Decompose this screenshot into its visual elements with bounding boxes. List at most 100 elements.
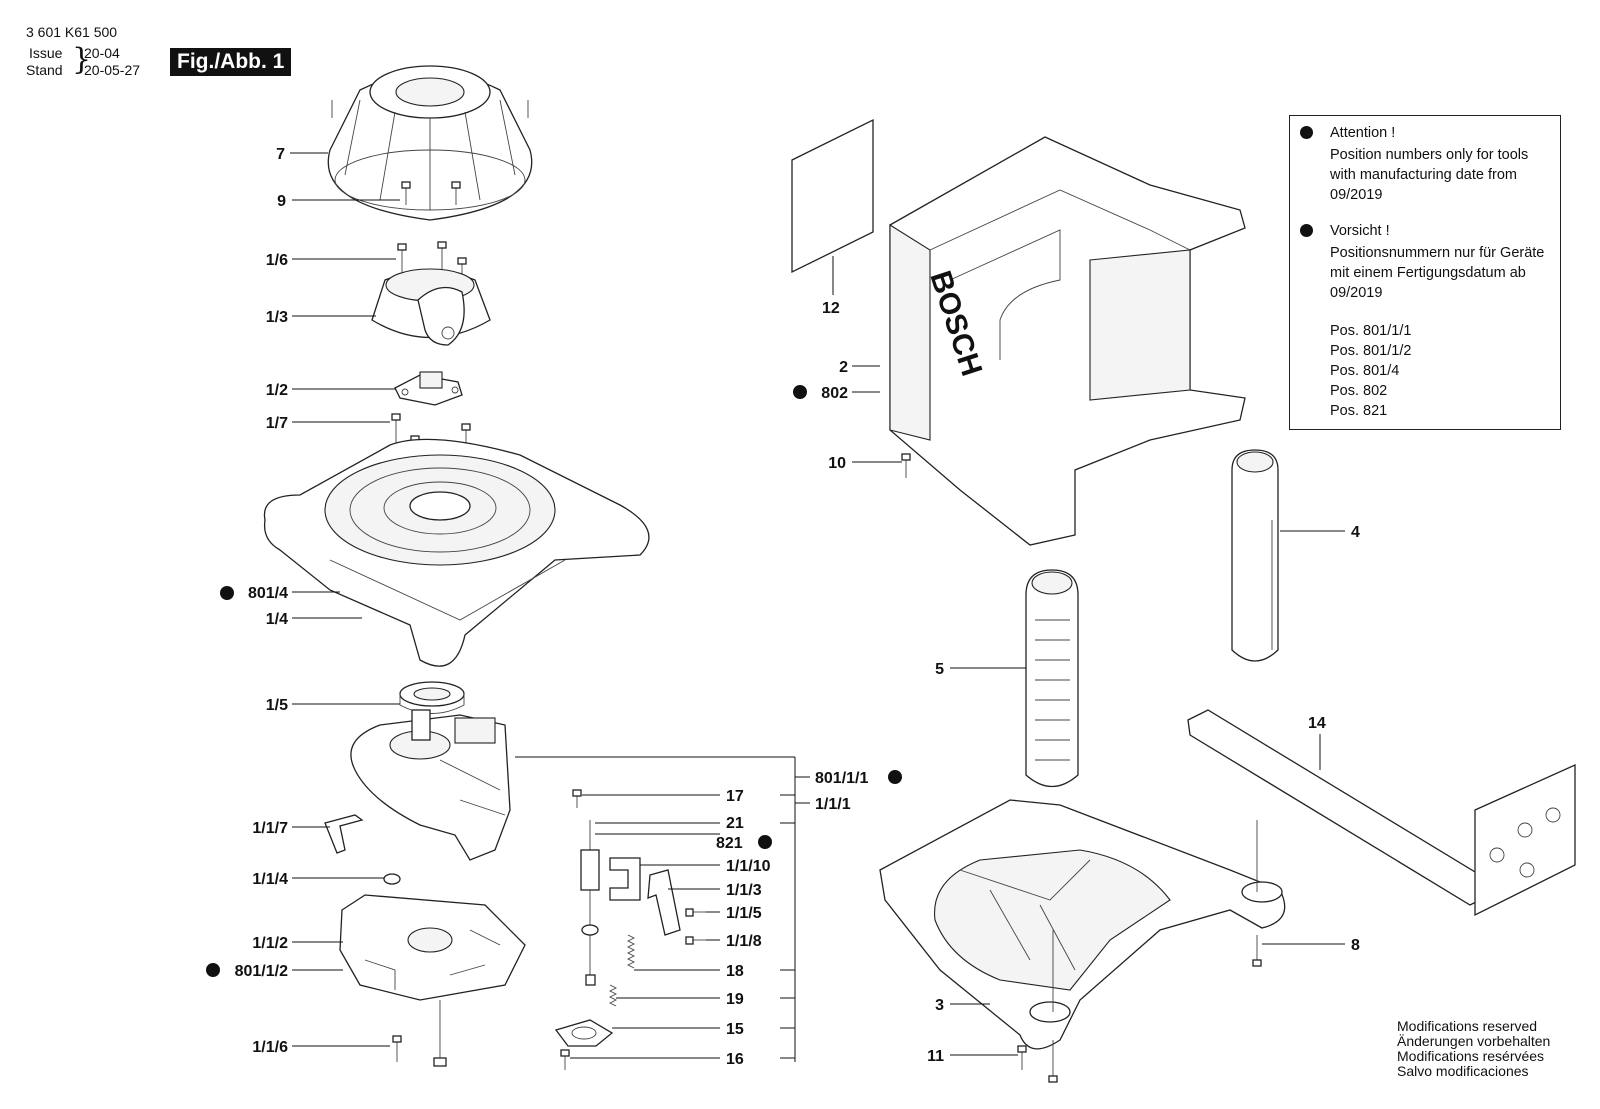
label-16: 16 [726,1051,744,1068]
part-1-1-7-cable [324,814,364,854]
brace-icon: } [72,42,92,77]
part-21-821-adjuster [580,820,600,986]
part-1-1-6-screw [392,1035,402,1062]
attention-note: Attention ! Position numbers only for to… [1289,115,1561,430]
part-1-1-motor-unit [350,709,511,861]
label-15: 15 [726,1021,744,1038]
part-16-screw [560,1049,570,1070]
part-10-screw [901,453,911,478]
bullet-icon [220,586,234,600]
part-number: 3 601 K61 500 [26,24,118,40]
modifications-line: Modifications reserved [1397,1018,1538,1034]
label-1-1-6: 1/1/6 [252,1039,288,1056]
label-1-1-4: 1/1/4 [252,871,288,888]
label-1-3: 1/3 [266,309,288,326]
position-item: Pos. 801/1/2 [1330,343,1412,359]
vorsicht-line-3: 09/2019 [1330,285,1383,301]
part-1-5-ring [399,681,465,714]
issue-label: Issue [29,45,63,61]
part-1-1-2-circuit-board [339,894,526,1067]
attention-line-3: 09/2019 [1330,187,1383,203]
bullet-icon [758,835,772,849]
part-3-lower-base [879,799,1286,1050]
position-item: Pos. 801/4 [1330,363,1400,379]
modifications-line: Modifications resérvées [1397,1048,1545,1064]
bullet-icon [206,963,220,977]
label-7: 7 [276,146,285,163]
part-1-1-8-screw [685,936,706,945]
stand-label: Stand [26,62,63,78]
part-4-battery-cylinder [1231,449,1279,662]
bullet-icon [1300,224,1313,237]
label-801-1-1: 801/1/1 [815,770,868,787]
vorsicht-line-2: mit einem Fertigungsdatum ab [1330,265,1526,281]
label-4: 4 [1351,524,1360,541]
label-1-7: 1/7 [266,415,288,432]
label-1-1-5: 1/1/5 [726,905,762,922]
bullet-icon [888,770,902,784]
part-1-3-cap [371,268,491,346]
part-17-screw [572,789,582,808]
part-14-bracket [1187,709,1576,917]
label-1-6: 1/6 [266,252,288,269]
bullet-icon [793,385,807,399]
label-18: 18 [726,963,744,980]
label-17: 17 [726,788,744,805]
label-19: 19 [726,991,744,1008]
label-1-1-3: 1/1/3 [726,882,762,899]
bullet-icon [1300,126,1313,139]
label-5: 5 [935,661,944,678]
label-14: 14 [1308,715,1326,732]
position-item: Pos. 821 [1330,403,1388,419]
position-item: Pos. 801/1/1 [1330,323,1412,339]
part-1-2-holder [394,371,463,406]
part-19-spring [608,984,618,1007]
part-18-spring [626,934,636,969]
attention-line-1: Position numbers only for tools [1330,147,1529,163]
label-1-4: 1/4 [266,611,288,628]
part-15-gasket [554,1019,614,1047]
label-21: 21 [726,815,744,832]
stand-value: 20-05-27 [84,62,141,78]
position-item: Pos. 802 [1330,383,1388,399]
modifications-note: Modifications reserved Änderungen vorbeh… [1397,1019,1550,1079]
part-2-housing: BOSCH [889,136,1246,546]
part-11-screw [1017,1040,1058,1083]
label-3: 3 [935,997,944,1014]
part-1-1-3-bracket [647,869,681,936]
label-802: 802 [821,385,848,402]
part-1-1-10-clip [609,857,641,901]
label-1-1-1: 1/1/1 [815,796,851,813]
label-821: 821 [716,835,743,852]
figure-badge: Fig./Abb. 1 [170,48,292,76]
label-2: 2 [839,359,848,376]
part-1-4-base [263,438,650,667]
leader-lines [290,152,1345,1062]
label-11: 11 [927,1048,944,1065]
label-1-1-2: 1/1/2 [252,935,288,952]
label-1-1-7: 1/1/7 [252,820,288,837]
label-1-1-8: 1/1/8 [726,933,762,950]
attention-title: Attention ! [1330,125,1396,141]
label-10: 10 [828,455,846,472]
part-1-1-5-screw [685,908,706,917]
attention-line-2: with manufacturing date from [1330,167,1517,183]
vorsicht-title: Vorsicht ! [1330,223,1390,239]
modifications-line: Änderungen vorbehalten [1397,1033,1551,1049]
part-7-top-cage [327,65,533,221]
label-1-5: 1/5 [266,697,288,714]
label-1-1-10: 1/1/10 [726,858,771,875]
part-8-screw [1252,935,1262,967]
vorsicht-line-1: Positionsnummern nur für Geräte [1330,245,1545,261]
issue-value: 20-04 [84,45,120,61]
label-9: 9 [277,193,286,210]
part-12-label-sheet [791,118,874,274]
label-8: 8 [1351,937,1360,954]
modifications-line: Salvo modificaciones [1397,1063,1529,1079]
part-9-screws [401,181,461,205]
label-801-4: 801/4 [248,585,288,602]
label-12: 12 [822,300,840,317]
part-5-battery-cylinder [1025,569,1079,788]
part-1-1-4-washer [383,873,401,885]
